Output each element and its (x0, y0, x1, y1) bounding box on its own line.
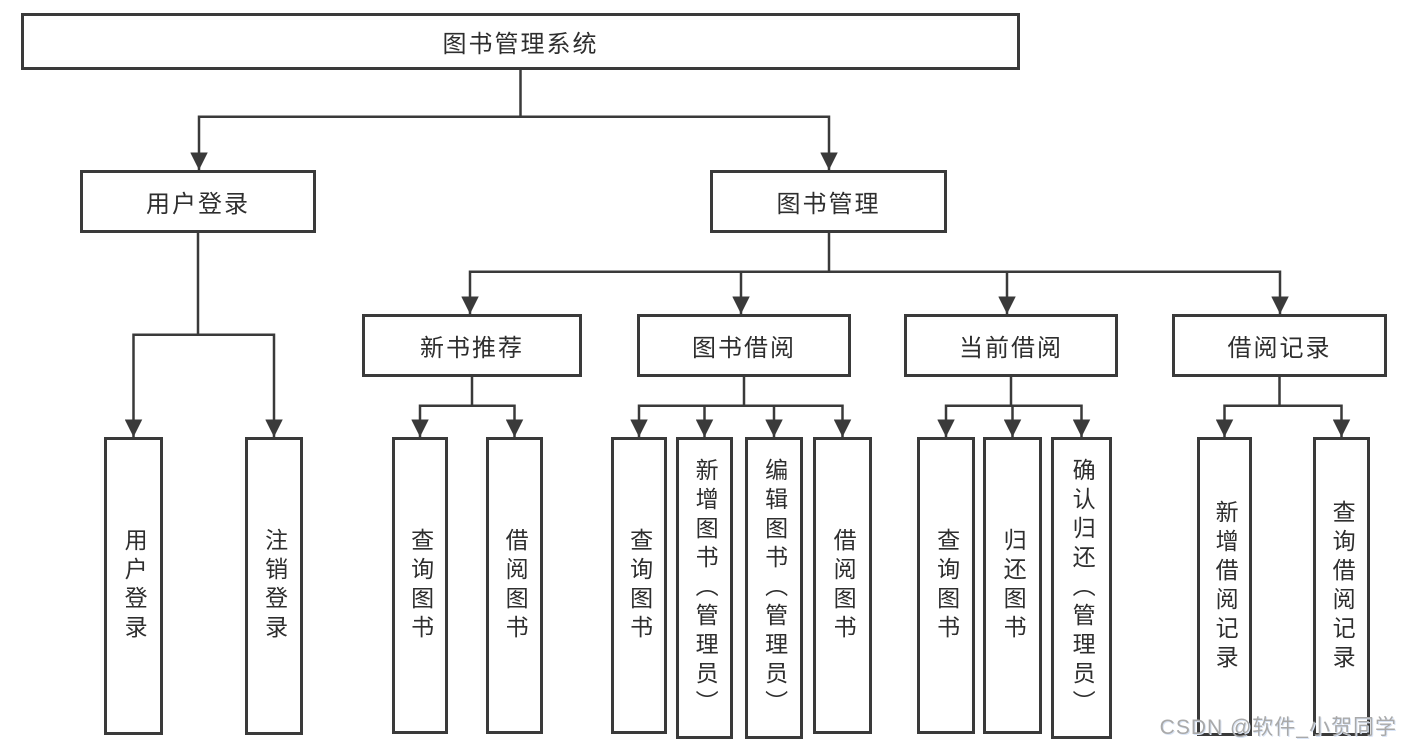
leaf-logout: 注销登录 (245, 437, 303, 735)
leaf-edit-book-admin: 编辑图书（管理员） (745, 437, 803, 739)
node-library-management-system: 图书管理系统 (21, 13, 1020, 70)
leaf-query-borrow-record: 查询借阅记录 (1313, 437, 1370, 736)
node-new-book-recommendation: 新书推荐 (362, 314, 582, 377)
leaf-borrow-books-recommend: 借阅图书 (486, 437, 543, 734)
node-label: 当前借阅 (959, 335, 1063, 362)
node-label: 借阅图书 (502, 527, 529, 644)
node-book-borrowing: 图书借阅 (637, 314, 851, 377)
node-book-management: 图书管理 (710, 170, 947, 233)
node-label: 新增图书（管理员） (692, 457, 719, 719)
node-label: 图书管理系统 (442, 31, 599, 58)
node-label: 查询图书 (626, 527, 653, 644)
leaf-query-books-recommend: 查询图书 (392, 437, 448, 734)
leaf-confirm-return-admin: 确认归还（管理员） (1051, 437, 1112, 739)
leaf-query-books-current: 查询图书 (917, 437, 975, 734)
node-label: 确认归还（管理员） (1069, 457, 1096, 719)
leaf-user-login: 用户登录 (104, 437, 163, 735)
node-label: 用户登录 (121, 528, 148, 644)
node-label: 归还图书 (1000, 527, 1027, 644)
node-label: 图书借阅 (692, 335, 796, 362)
node-label: 编辑图书（管理员） (761, 457, 788, 719)
node-label: 查询借阅记录 (1329, 499, 1356, 674)
leaf-return-book: 归还图书 (983, 437, 1042, 734)
node-label: 用户登录 (146, 191, 250, 218)
node-label: 借阅图书 (830, 527, 857, 644)
node-label: 查询图书 (933, 527, 960, 644)
node-label: 新增借阅记录 (1212, 499, 1239, 674)
node-label: 图书管理 (776, 191, 881, 218)
node-borrowing-records: 借阅记录 (1172, 314, 1387, 377)
node-user-login: 用户登录 (80, 170, 316, 233)
node-current-borrowing: 当前借阅 (904, 314, 1118, 377)
node-label: 查询图书 (407, 527, 434, 644)
leaf-add-book-admin: 新增图书（管理员） (676, 437, 733, 739)
leaf-query-books-borrow: 查询图书 (611, 437, 667, 734)
node-label: 新书推荐 (420, 335, 524, 362)
node-label: 注销登录 (261, 528, 288, 644)
node-label: 借阅记录 (1227, 335, 1332, 362)
csdn-watermark: CSDN @软件_小贺同学 (1159, 716, 1397, 739)
leaf-add-borrow-record: 新增借阅记录 (1197, 437, 1252, 736)
leaf-borrow-books-borrow: 借阅图书 (813, 437, 872, 734)
